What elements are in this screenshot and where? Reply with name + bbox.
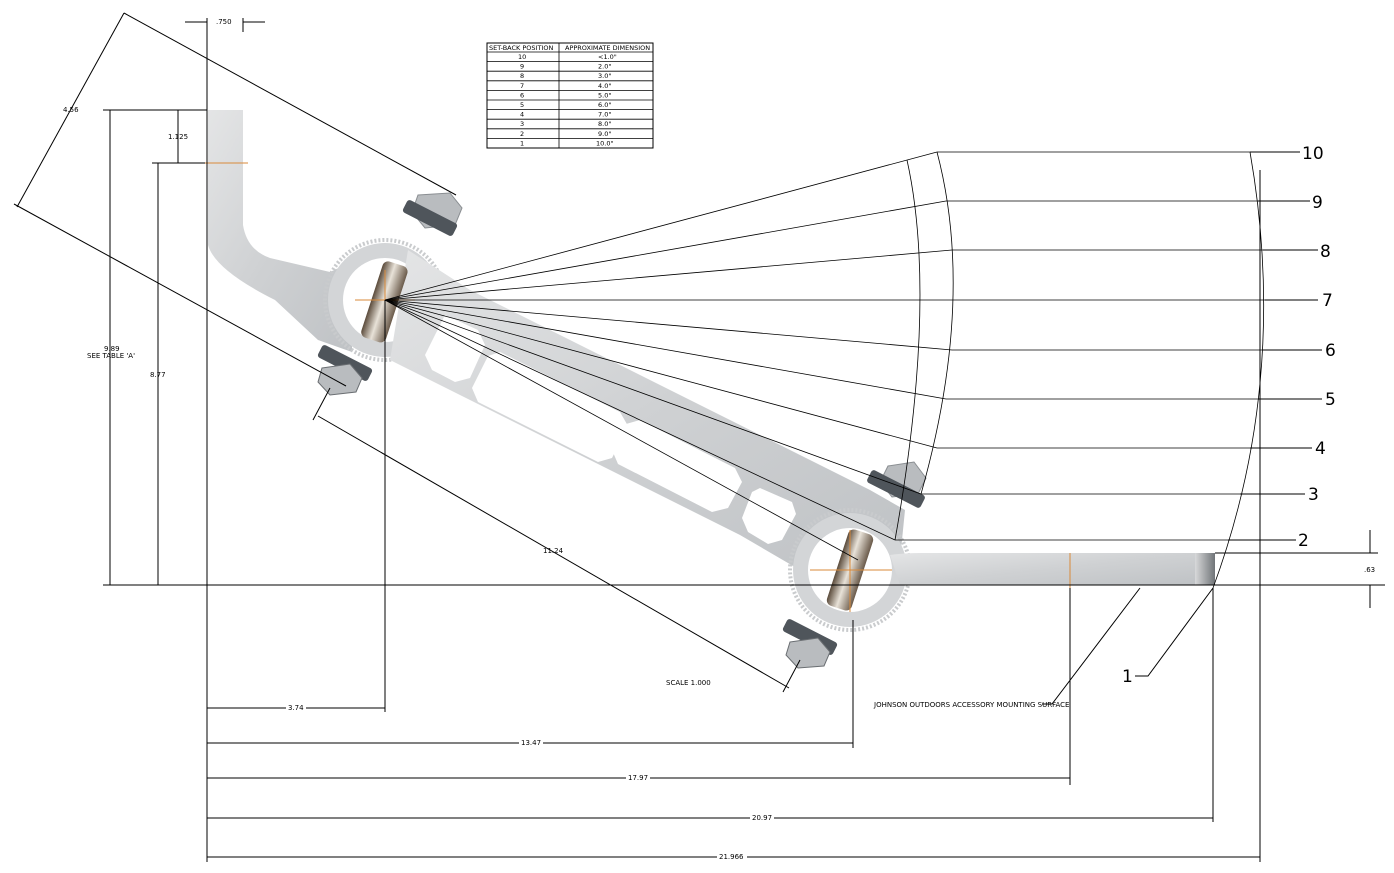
- upper-lower-washer: [317, 345, 373, 381]
- dimension-lines: [13, 12, 1385, 862]
- table-cell: 3: [520, 120, 524, 128]
- dim-total-height-note: SEE TABLE 'A': [87, 352, 135, 360]
- mounting-surface-callout: JOHNSON OUTDOORS ACCESSORY MOUNTING SURF…: [873, 701, 1069, 709]
- upper-washer: [402, 200, 458, 236]
- lower-bottom-nut: [785, 637, 831, 669]
- web-cutout: [472, 352, 628, 462]
- table-cell: 7.0": [598, 111, 611, 119]
- upper-hardware: [317, 192, 463, 396]
- bracket-part: [208, 110, 1215, 632]
- table-header-position: SET-BACK POSITION: [489, 44, 553, 52]
- position-labels: 10 9 8 7 6 5 4 3 2 1: [1122, 144, 1336, 687]
- position-label-9: 9: [1312, 193, 1323, 213]
- position-label-2: 2: [1298, 531, 1309, 551]
- position-label-3: 3: [1308, 485, 1319, 505]
- position-label-5: 5: [1325, 390, 1336, 410]
- dim-top-width: .750: [216, 18, 232, 26]
- dim-13-47: 13.47: [521, 739, 541, 747]
- table-cell: <1.0": [598, 53, 617, 61]
- table-cell: 10.0": [596, 139, 613, 147]
- table-cell: 8: [520, 72, 524, 80]
- setback-table: SET-BACK POSITION APPROXIMATE DIMENSION …: [486, 42, 654, 149]
- position-label-8: 8: [1320, 242, 1331, 262]
- bracket-upper-arm: [208, 110, 352, 352]
- table-cell: 8.0": [598, 120, 611, 128]
- table-cell: 4.0": [598, 82, 611, 90]
- dim-20-97: 20.97: [752, 814, 772, 822]
- table-cell: 5.0": [598, 91, 611, 99]
- table-cell: 10: [518, 53, 526, 61]
- position-label-10: 10: [1302, 144, 1324, 164]
- dim-diagonal-top: 4.56: [63, 106, 79, 114]
- bracket-web: [390, 250, 905, 570]
- mounting-plate: [890, 553, 1195, 585]
- dim-inner-height: 8.77: [150, 371, 166, 379]
- table-cell: 9: [520, 63, 524, 71]
- table-header-dimension: APPROXIMATE DIMENSION: [565, 44, 650, 52]
- dim-3-74: 3.74: [288, 704, 304, 712]
- table-cell: 6: [520, 91, 524, 99]
- upper-pin: [361, 261, 408, 343]
- table-cell: 2: [520, 130, 524, 138]
- table-cell: 6.0": [598, 101, 611, 109]
- table-cell: 5: [520, 101, 524, 109]
- position-leaders: [1135, 151, 1322, 677]
- dim-plate-thickness: .63: [1364, 566, 1375, 574]
- dim-21-966: 21.966: [719, 853, 744, 861]
- dim-stub-height: 1.125: [168, 133, 188, 141]
- upper-lower-nut: [317, 363, 363, 396]
- dim-total-height: 9.89: [104, 345, 120, 353]
- position-label-4: 4: [1315, 439, 1326, 459]
- position-label-1: 1: [1122, 667, 1133, 687]
- table-cell: 1: [520, 139, 524, 147]
- scale-label: SCALE 1.000: [666, 679, 711, 687]
- dim-center-distance: 11.24: [543, 547, 564, 555]
- table-cell: 9.0": [598, 130, 611, 138]
- plate-end: [1195, 553, 1215, 585]
- dim-17-97: 17.97: [628, 774, 648, 782]
- web-cutout: [425, 315, 485, 382]
- table-cell: 3.0": [598, 72, 611, 80]
- dimension-labels: .750 4.56 1.125 9.89 SEE TABLE 'A' 8.77 …: [63, 18, 1375, 862]
- table-cell: 4: [520, 111, 524, 119]
- table-cell: 7: [520, 82, 524, 90]
- table-cell: 2.0": [598, 63, 611, 71]
- setback-fan: [384, 151, 1265, 589]
- web-cutout: [742, 488, 796, 544]
- position-label-7: 7: [1322, 291, 1333, 311]
- position-label-6: 6: [1325, 341, 1336, 361]
